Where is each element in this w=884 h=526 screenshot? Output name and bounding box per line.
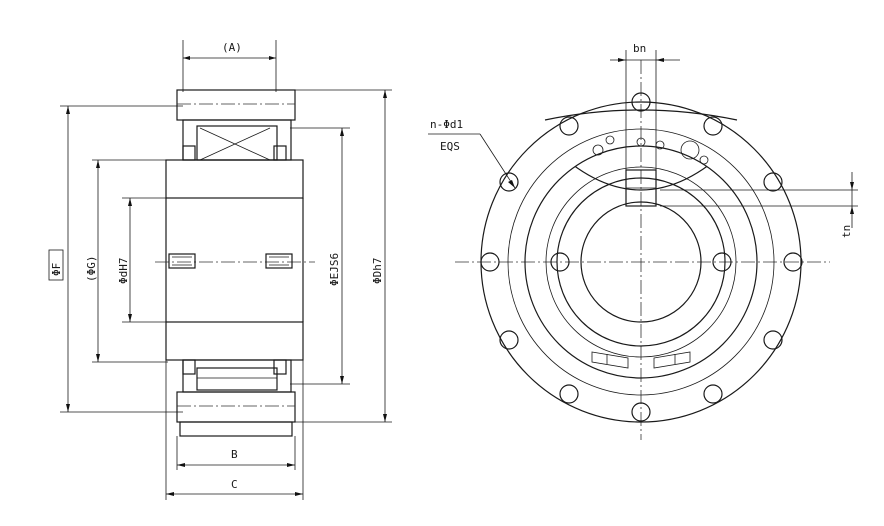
flange-holes [480, 92, 803, 422]
dim-A-label: (A) [222, 41, 242, 54]
bore-circle [580, 201, 702, 323]
holes-note-label: n-Φd1 [430, 118, 463, 131]
inner-race-bottom [165, 321, 304, 361]
seal-top-right [273, 145, 287, 161]
dim-phiEJS6-label: ΦEJS6 [328, 253, 341, 286]
front-view: bn tn n-Φd1 EQS [428, 42, 858, 440]
dim-phiG-label: (ΦG) [85, 256, 98, 283]
section-view: (A) ΦF (ΦG) ΦdH7 ΦEJS6 [48, 40, 392, 500]
seal-top-left [182, 145, 196, 161]
dim-phiF-label: ΦF [50, 263, 63, 276]
housing-top [176, 89, 296, 121]
seal-bottom-left [182, 359, 196, 375]
dim-bn-label: bn [633, 42, 646, 55]
holes-eqs-label: EQS [440, 140, 460, 153]
bottom-ring [179, 421, 293, 437]
dim-C-label: C [231, 478, 238, 491]
dim-phidH7-label: ΦdH7 [117, 258, 130, 285]
housing-bottom [176, 391, 296, 423]
dim-B-label: B [231, 448, 238, 461]
inner-race-top [165, 159, 304, 199]
seal-bottom-right [273, 359, 287, 375]
dim-tn-label: tn [840, 225, 853, 238]
dim-phiDh7-label: ΦDh7 [371, 258, 384, 285]
